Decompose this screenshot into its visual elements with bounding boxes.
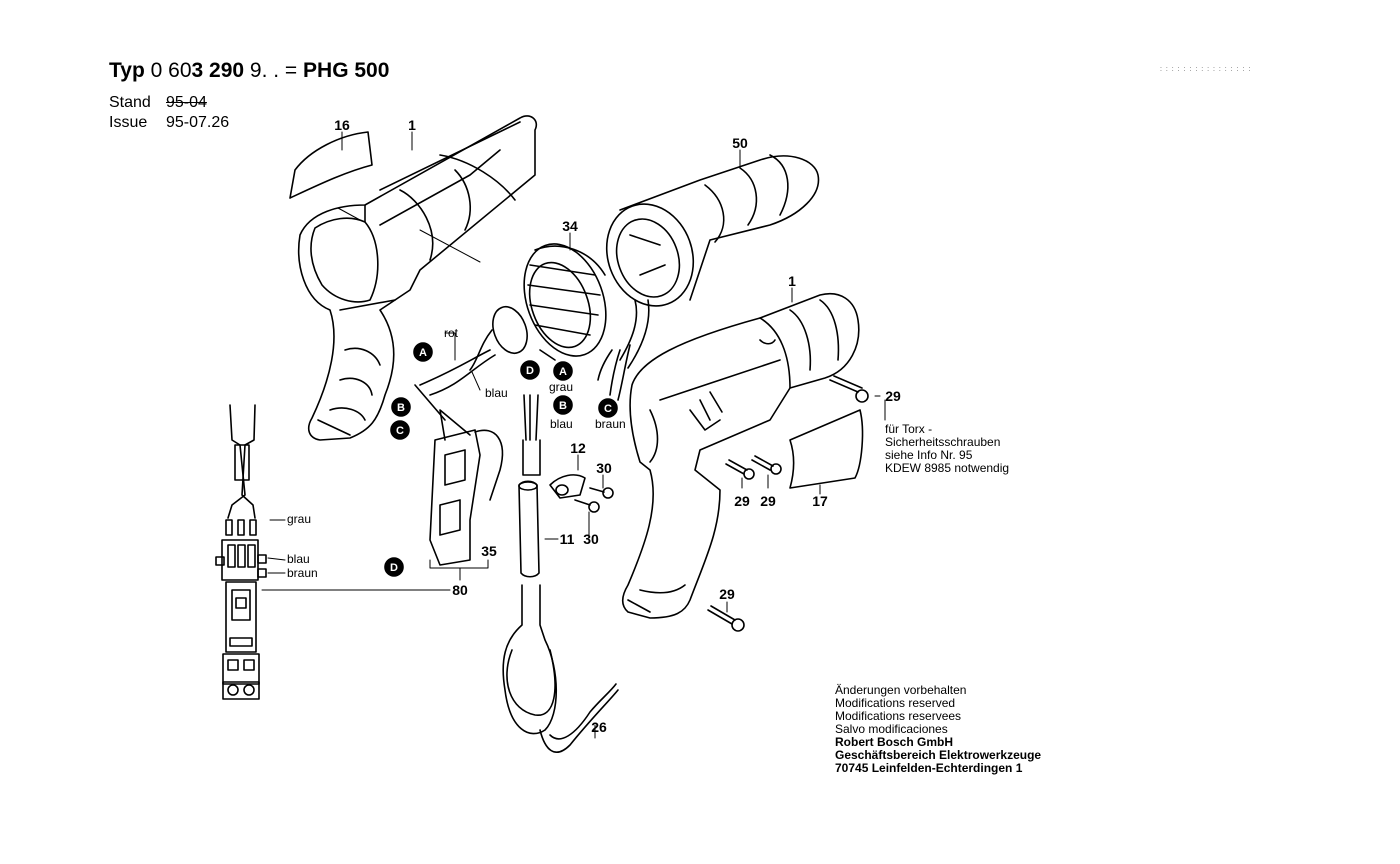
part-number-11: 11 <box>560 531 575 547</box>
callout-b-right: B <box>559 400 567 412</box>
part-number-34: 34 <box>562 218 578 234</box>
wire-label-braun-connector: braun <box>595 417 626 431</box>
cable-sleeve-11 <box>518 480 540 578</box>
part-number-30-top: 30 <box>596 460 612 476</box>
footer-division: Geschäftsbereich Elektrowerkzeuge <box>835 748 1042 762</box>
wire-label-grau-schematic: grau <box>287 512 311 526</box>
publisher-footer: Änderungen vorbehalten Modifications res… <box>835 684 1041 775</box>
power-cord-26 <box>502 584 619 753</box>
part-number-1-tool: 1 <box>788 273 796 289</box>
leader-lines <box>261 131 886 739</box>
torx-screw-note: für Torx - Sicherheitsschrauben siehe In… <box>885 423 1009 475</box>
note-line-1: für Torx - <box>885 422 933 436</box>
footer-line-de: Änderungen vorbehalten <box>835 683 967 697</box>
footer-line-es: Salvo modificaciones <box>835 722 948 736</box>
part-number-29-mid-left: 29 <box>734 493 750 509</box>
callout-circles <box>384 342 618 577</box>
note-line-2: Sicherheitsschrauben <box>885 435 1001 449</box>
part-number-29-bottom: 29 <box>719 586 735 602</box>
callout-d-top: D <box>526 365 534 377</box>
callout-c-left: C <box>396 425 404 437</box>
callout-d-bottom: D <box>390 562 398 574</box>
part-number-30-bottom: 30 <box>583 531 599 547</box>
part-number-1-housing: 1 <box>408 117 416 133</box>
cover-label-16 <box>289 131 373 199</box>
part-number-80: 80 <box>452 582 468 598</box>
stand-value: 95-04 <box>166 94 207 111</box>
part-number-50: 50 <box>732 135 748 151</box>
stand-label: Stand <box>109 94 151 111</box>
typ-label: Typ <box>109 59 145 82</box>
wire-label-blau-schematic: blau <box>287 552 310 566</box>
part-numbers: 16 1 50 34 1 29 29 29 29 17 12 30 30 11 … <box>334 117 901 735</box>
nozzle-50 <box>605 154 820 369</box>
footer-line-en: Modifications reserved <box>835 696 956 710</box>
footer-line-fr: Modifications reservees <box>835 709 962 723</box>
callout-a-left: A <box>419 347 427 359</box>
switch-35 <box>429 409 504 566</box>
wire-label-rot: rot <box>444 326 459 340</box>
wire-label-blau-connector: blau <box>550 417 573 431</box>
housing-half-left <box>298 115 538 441</box>
stand-row: Stand 95-04 <box>109 94 207 112</box>
sheet-header: Typ 0 603 290 9. . = PHG 500 Stand 95-04… <box>0 0 1400 140</box>
note-line-4: KDEW 8985 notwendig <box>885 461 1010 475</box>
part-number-29-mid-right: 29 <box>760 493 776 509</box>
screws <box>574 375 869 632</box>
assembled-tool <box>621 293 860 619</box>
footer-address: 70745 Leinfelden-Echterdingen 1 <box>835 761 1023 775</box>
callout-c-right: C <box>604 403 612 415</box>
internal-wiring <box>414 344 631 421</box>
side-label-17 <box>789 409 864 489</box>
callout-a-right: A <box>559 366 567 378</box>
corner-registration-marks: : : : : : : : : : : : : : : : : <box>1160 66 1252 73</box>
wire-labels: rot blau grau blau braun grau blau braun <box>287 326 626 580</box>
wire-label-blau-motor: blau <box>485 386 508 400</box>
part-number-16: 16 <box>334 117 350 133</box>
issue-value: 95-07.26 <box>166 114 230 131</box>
callout-letters: A B C D A B C D <box>390 347 612 574</box>
model-name: PHG 500 <box>303 59 390 82</box>
motor-unit-34 <box>469 243 607 371</box>
typ-number-a: 0 60 <box>150 59 192 82</box>
part-number-26: 26 <box>591 719 607 735</box>
cable-end-d <box>522 394 541 476</box>
issue-label: Issue <box>109 114 148 131</box>
wiring-schematic <box>215 404 267 700</box>
typ-number-c: 9. . = <box>244 59 298 82</box>
wire-label-grau-connector: grau <box>549 380 573 394</box>
callout-b-left: B <box>397 402 405 414</box>
cord-clamp-12 <box>549 474 586 499</box>
part-number-17: 17 <box>812 493 828 509</box>
footer-company: Robert Bosch GmbH <box>835 735 954 749</box>
wire-label-braun-schematic: braun <box>287 566 318 580</box>
part-number-35: 35 <box>481 543 497 559</box>
note-line-3: siehe Info Nr. 95 <box>885 448 973 462</box>
part-number-12: 12 <box>570 440 586 456</box>
part-number-29-top: 29 <box>885 388 901 404</box>
type-title: Typ 0 603 290 9. . = PHG 500 <box>109 59 389 83</box>
typ-number-b: 3 290 <box>191 59 245 82</box>
issue-row: Issue 95-07.26 <box>109 114 229 132</box>
